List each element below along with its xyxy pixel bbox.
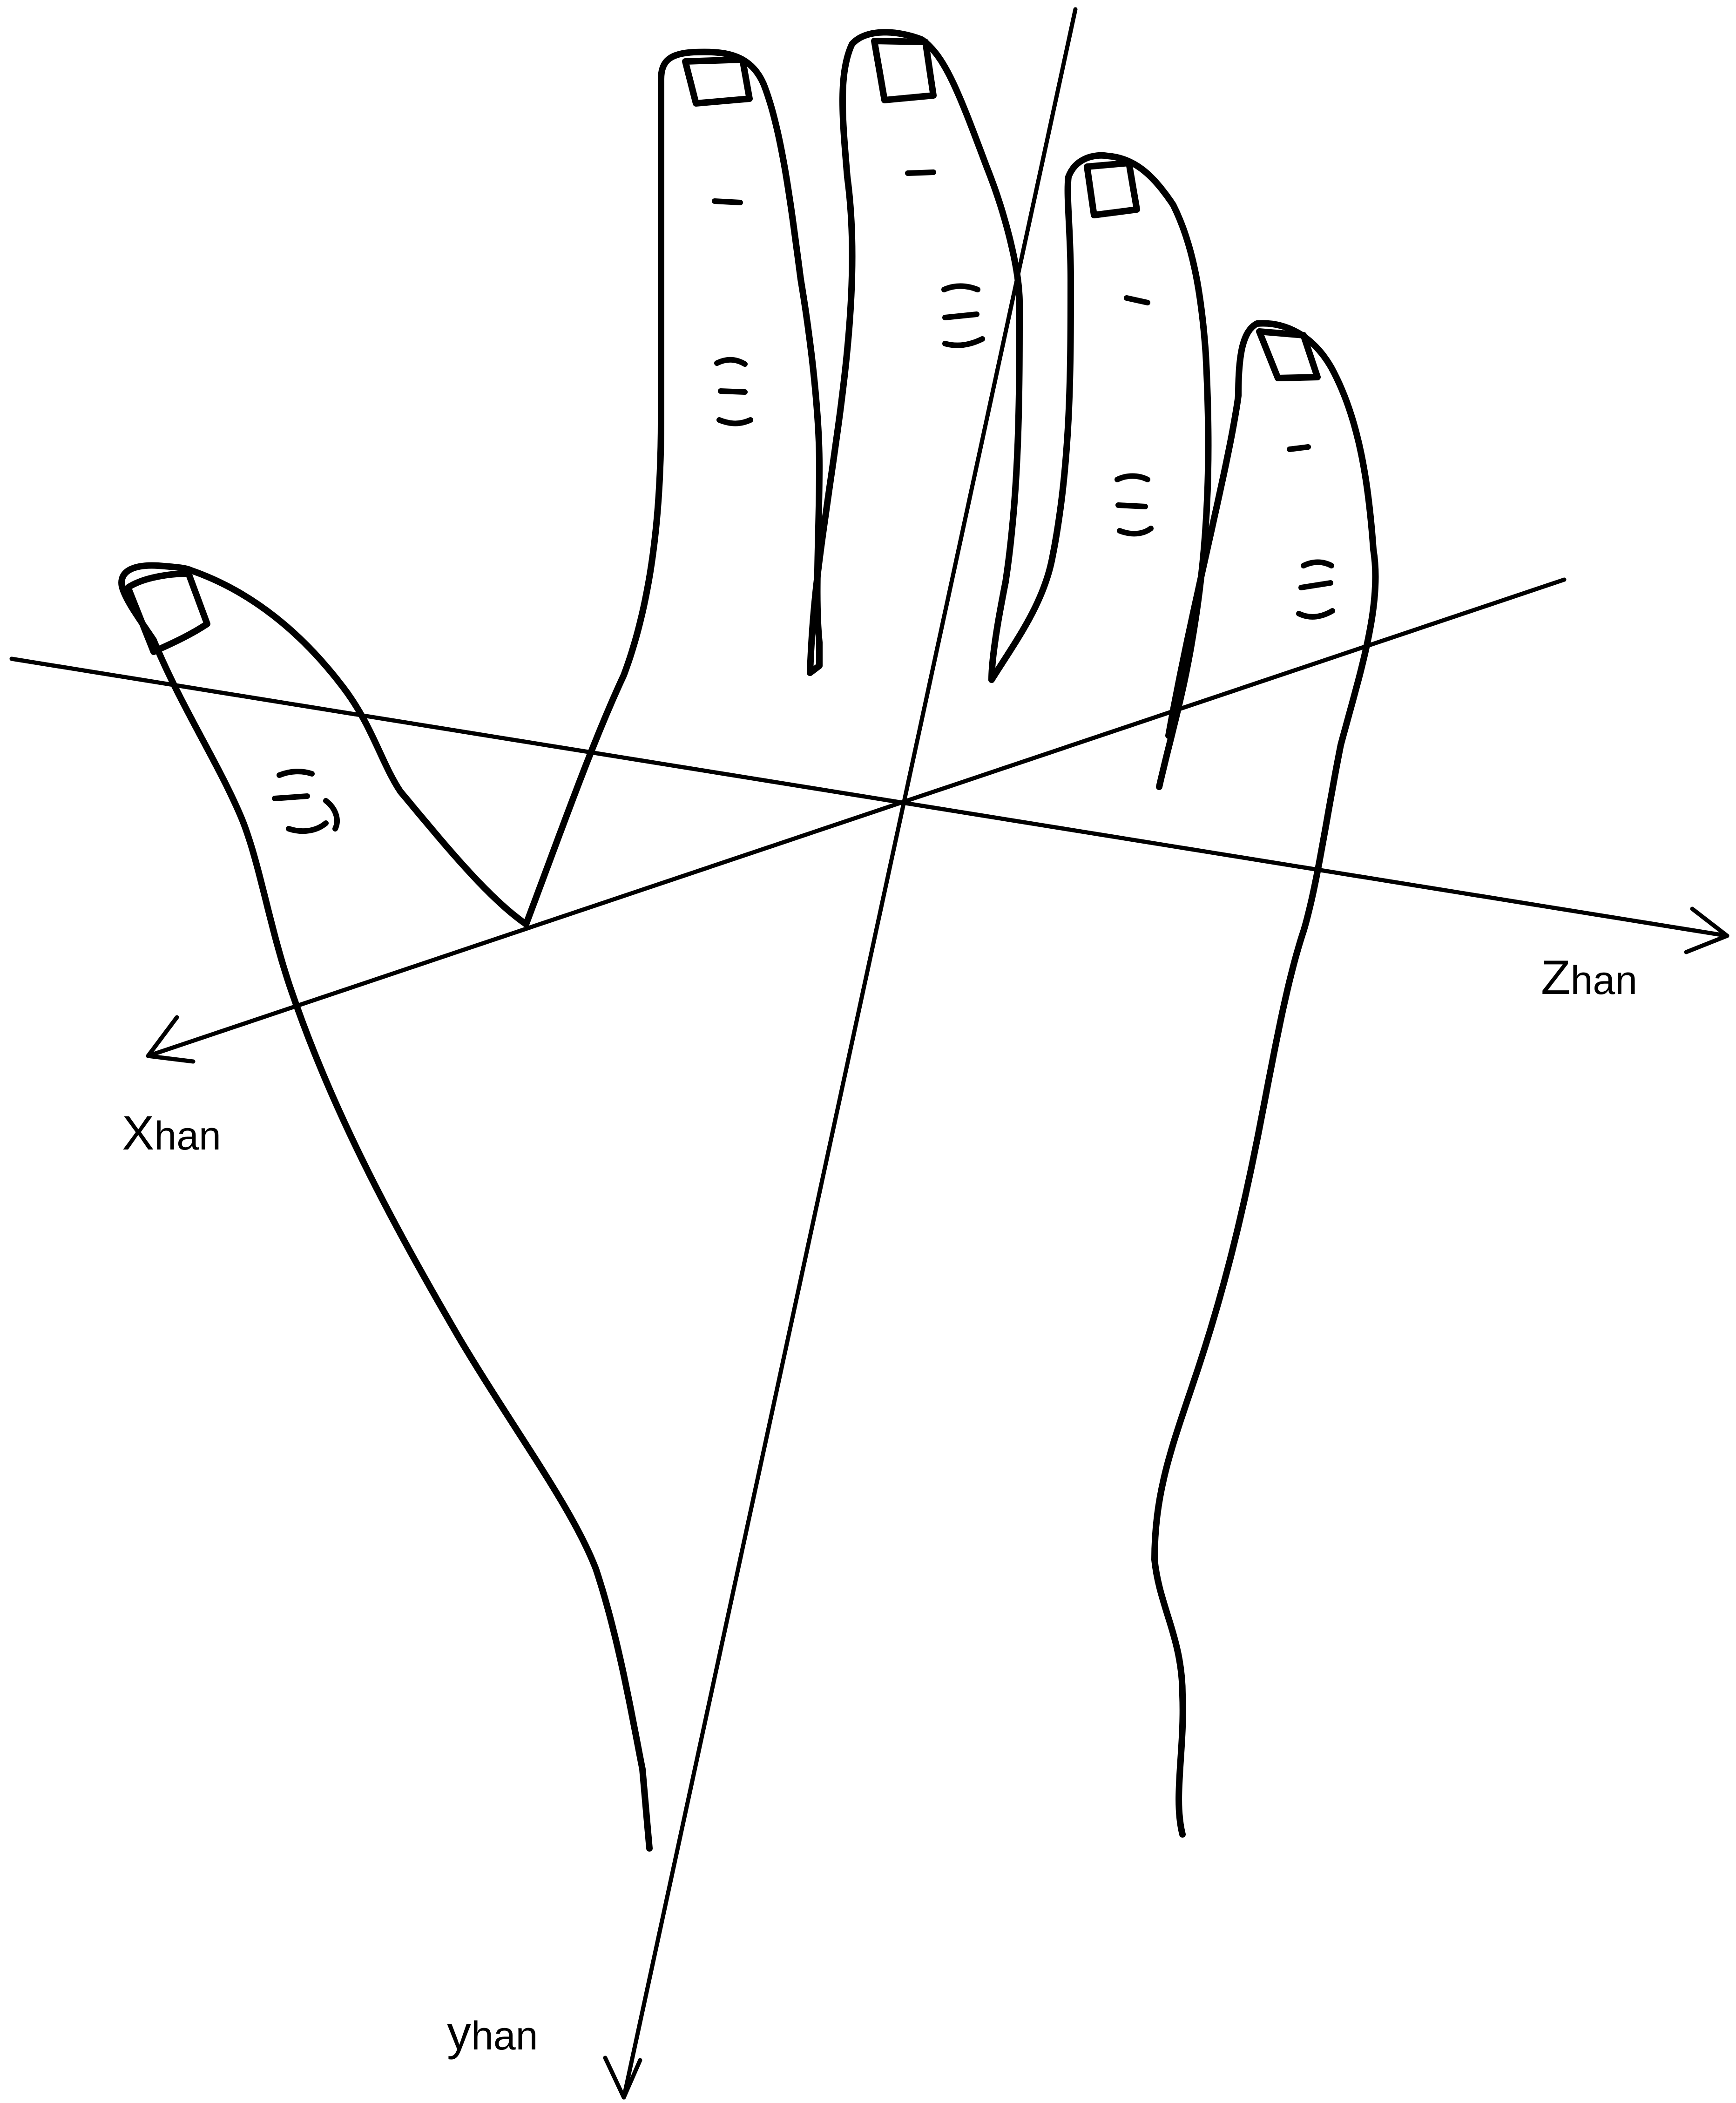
index-crease-2b	[721, 391, 745, 392]
index-crease-1	[715, 201, 740, 203]
middle-nail	[874, 41, 933, 100]
ring-crease-2b	[1118, 505, 1145, 507]
thumb-crease-b	[275, 796, 307, 798]
index-nail	[685, 60, 750, 103]
y-axis-label-main: y	[447, 2006, 471, 2060]
y-axis-arrowhead	[605, 2058, 640, 2097]
pinky-crease-2c	[1299, 611, 1332, 617]
z-axis-label: Zhan	[1541, 953, 1637, 1002]
pinky-crease-2b	[1301, 583, 1331, 588]
ring-crease-2a	[1117, 476, 1148, 480]
index-finger-outline	[526, 52, 819, 924]
pinky-crease-1	[1290, 447, 1308, 449]
ring-crease-1	[1127, 298, 1148, 303]
middle-finger-outline	[810, 32, 1020, 680]
hand-left-edge	[154, 640, 649, 1848]
x-axis-line	[148, 580, 1564, 1056]
y-axis-label: yhan	[447, 2009, 538, 2057]
pinky-crease-2a	[1304, 562, 1331, 566]
y-axis-label-sub: han	[471, 2014, 538, 2058]
z-axis-line	[12, 659, 1727, 936]
x-axis-label-sub: han	[154, 1114, 221, 1158]
x-axis-label: Xhan	[122, 1109, 221, 1157]
z-axis-label-sub: han	[1571, 958, 1638, 1003]
middle-crease-2a	[944, 286, 978, 290]
axes	[12, 9, 1727, 2097]
thumb-crease-c	[289, 823, 326, 831]
x-axis-arrowhead	[148, 1017, 193, 1062]
ring-nail	[1087, 163, 1137, 215]
z-axis-label-main: Z	[1541, 951, 1571, 1005]
ring-crease-2c	[1120, 528, 1151, 534]
middle-crease-2c	[945, 339, 982, 345]
x-axis-label-main: X	[122, 1106, 154, 1160]
index-crease-2c	[719, 420, 750, 424]
thumb-nail	[128, 574, 207, 652]
hand-drawing	[122, 32, 1375, 1848]
thumb-top-edge	[191, 570, 526, 924]
index-crease-2a	[717, 360, 745, 364]
middle-crease-1	[908, 172, 933, 173]
pinky-and-right-edge	[1155, 323, 1376, 1834]
thumb-crease-a	[279, 771, 312, 775]
middle-crease-2b	[945, 314, 977, 318]
